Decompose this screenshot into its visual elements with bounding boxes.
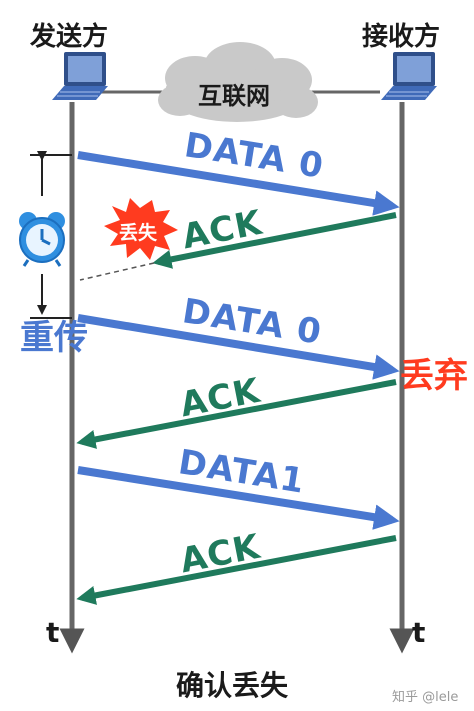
- cloud-icon: [158, 42, 318, 122]
- timeout-bracket: [30, 151, 72, 319]
- retransmit-label: 重传: [20, 318, 88, 358]
- alarm-clock-icon: [19, 212, 65, 267]
- receiver-label: 接收方: [362, 22, 441, 52]
- time-axis-label-sender: t: [46, 616, 60, 649]
- data0-arrow: [77, 151, 400, 216]
- watermark: 知乎 @lele: [392, 690, 459, 705]
- data0-retransmit-arrow: [77, 314, 400, 380]
- ack-lost-dashed-path: [79, 262, 155, 281]
- time-axis-label-receiver: t: [412, 616, 426, 649]
- network-label: 互联网: [198, 82, 270, 110]
- data1-arrow: [77, 466, 400, 530]
- ack-lost-arrow: [152, 212, 397, 269]
- ack-final-arrow: [76, 535, 397, 605]
- sender-label: 发送方: [30, 22, 109, 52]
- explosion-burst-icon: [104, 198, 178, 260]
- laptop-icon: [52, 52, 108, 100]
- discard-label: 丢弃: [400, 356, 468, 396]
- laptop-icon: [381, 52, 437, 100]
- lost-label: 丢失: [119, 222, 158, 244]
- caption: 确认丢失: [176, 669, 289, 702]
- ack-arrow: [76, 379, 397, 449]
